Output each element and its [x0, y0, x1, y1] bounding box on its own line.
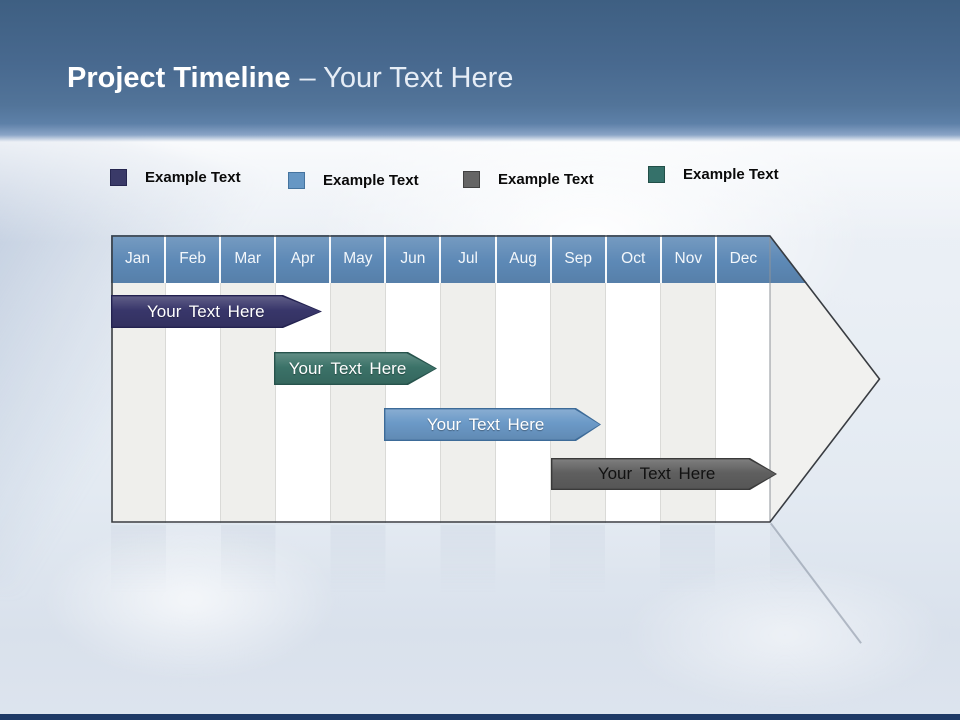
month-cell-may[interactable]: May: [331, 235, 387, 283]
task-bar-3[interactable]: Your Text Here: [384, 408, 601, 441]
bottom-accent-bar: [0, 714, 960, 720]
legend-label: Example Text: [498, 171, 594, 188]
month-cell-sep[interactable]: Sep: [552, 235, 607, 283]
task-bar-sheen: [552, 459, 775, 488]
title-band: [0, 0, 960, 142]
task-bar-label: Your Text Here: [288, 358, 407, 378]
month-cell-aug[interactable]: Aug: [497, 235, 552, 283]
background-haze-band: [0, 128, 960, 243]
background-highlight-left: [40, 520, 340, 680]
task-bar-4[interactable]: Your Text Here: [551, 458, 777, 490]
legend-label: Example Text: [683, 166, 779, 183]
month-cell-mar[interactable]: Mar: [221, 235, 277, 283]
month-cell-nov[interactable]: Nov: [662, 235, 717, 283]
task-bar-1[interactable]: Your Text Here: [111, 295, 322, 328]
task-bar-label: Your Text Here: [147, 301, 265, 321]
month-cell-jun[interactable]: Jun: [386, 235, 442, 283]
legend-label: Example Text: [145, 169, 241, 186]
slide-title[interactable]: Project Timeline– Your Text Here: [67, 60, 513, 96]
legend-item[interactable]: Example Text: [463, 171, 594, 188]
task-bar-sheen: [385, 409, 599, 439]
legend-label: Example Text: [323, 172, 419, 189]
title-regular-text: – Your Text Here: [299, 62, 514, 94]
title-bold-text: Project Timeline: [67, 62, 291, 94]
grid-column: [496, 283, 551, 523]
legend-swatch-teal[interactable]: [648, 166, 665, 183]
timeline-reflection: [111, 525, 831, 605]
month-cell-apr[interactable]: Apr: [276, 235, 332, 283]
legend-item[interactable]: Example Text: [110, 169, 241, 186]
task-bar-fill: [552, 459, 775, 488]
legend-item[interactable]: Example Text: [288, 172, 419, 189]
legend-swatch-gray[interactable]: [463, 171, 480, 188]
month-cell-feb[interactable]: Feb: [166, 235, 222, 283]
month-cell-jul[interactable]: Jul: [441, 235, 497, 283]
task-bar-fill: [112, 296, 320, 326]
legend-item[interactable]: Example Text: [648, 166, 779, 183]
grid-column: [441, 283, 496, 523]
task-bar-sheen: [275, 353, 435, 383]
task-bar-fill: [275, 353, 435, 383]
legend-swatch-navy[interactable]: [110, 169, 127, 186]
background-highlight-right: [620, 560, 950, 710]
month-cell-dec[interactable]: Dec: [729, 250, 758, 267]
task-bar-label: Your Text Here: [597, 464, 716, 483]
month-cell-jan[interactable]: Jan: [111, 235, 167, 283]
task-bar-fill: [385, 409, 599, 439]
task-bar-label: Your Text Here: [426, 414, 545, 434]
grid-column: [331, 283, 386, 523]
month-header-row: Jan Feb Mar Apr May Jun Jul Aug Sep Oct …: [111, 235, 881, 283]
task-bar-2[interactable]: Your Text Here: [274, 352, 437, 385]
month-cell-oct[interactable]: Oct: [607, 235, 662, 283]
legend-swatch-blue[interactable]: [288, 172, 305, 189]
task-bar-sheen: [112, 296, 320, 326]
grid-column: [386, 283, 441, 523]
